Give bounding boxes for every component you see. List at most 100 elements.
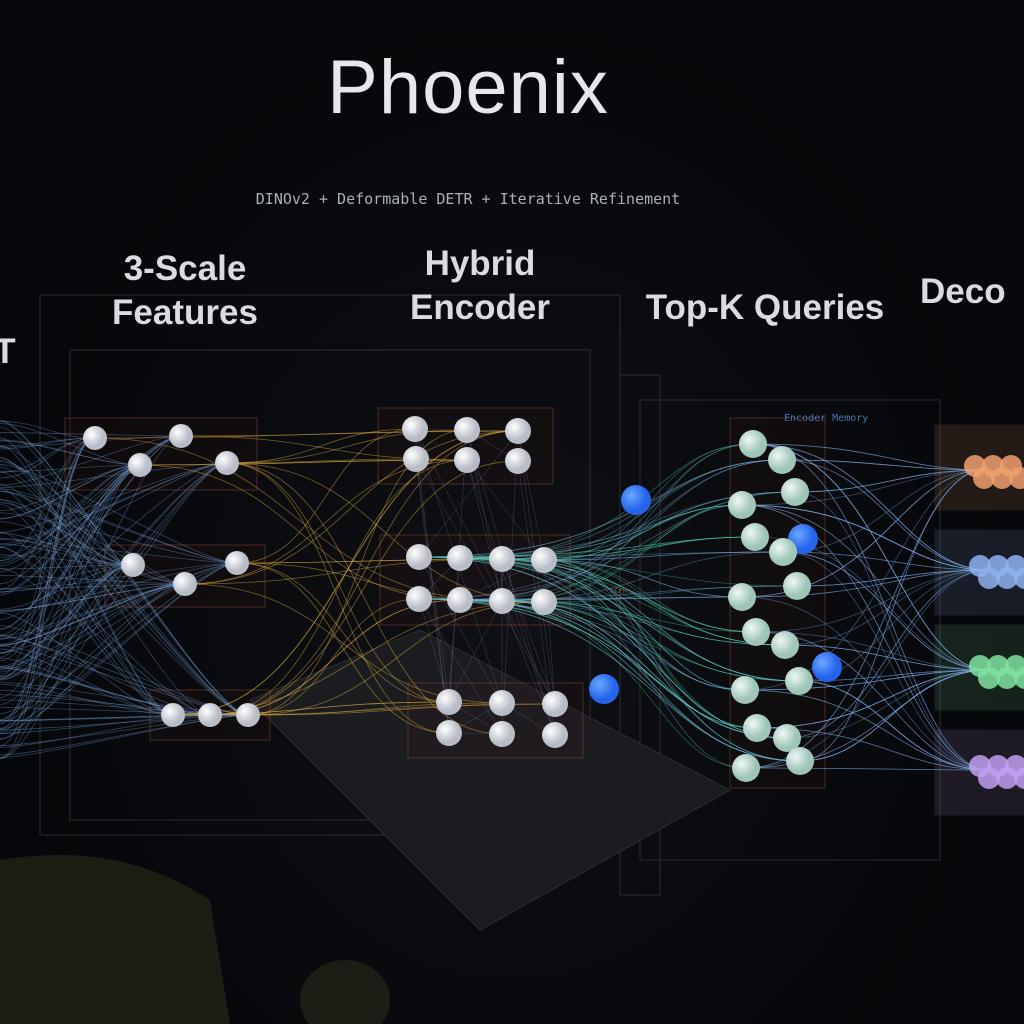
backbone-link [0, 446, 134, 566]
encoder-link [415, 458, 450, 734]
backbone-link [0, 714, 211, 748]
backbone-link [0, 490, 186, 585]
decoder-link [755, 631, 991, 771]
encoder-node [542, 722, 568, 748]
decoder-link [782, 551, 991, 571]
backbone-link [0, 437, 96, 759]
backbone-link [0, 531, 174, 716]
feature-link [236, 562, 450, 734]
backbone-link [0, 437, 174, 716]
query-node [739, 430, 767, 458]
query-link [501, 600, 801, 762]
query-link [459, 599, 788, 739]
backbone-link [0, 543, 134, 566]
backbone-link [0, 714, 249, 731]
backbone-link [0, 503, 174, 716]
decoder-link [794, 469, 986, 493]
query-link [459, 557, 757, 633]
decoder-link [794, 469, 986, 493]
decoder-link [741, 504, 991, 571]
backbone-link [0, 575, 186, 585]
backbone-link [0, 435, 182, 564]
backbone-link [0, 562, 238, 735]
backbone-link [0, 564, 134, 645]
backbone-link [0, 435, 182, 640]
query-link [543, 601, 746, 691]
feature-link [247, 429, 468, 716]
encoder-node [489, 721, 515, 747]
backbone-link [0, 583, 186, 646]
encoder-link [415, 458, 450, 703]
query-link [501, 443, 754, 602]
backbone-link [0, 437, 96, 479]
backbone-link [0, 464, 141, 630]
feature-link [209, 460, 519, 716]
backbone-link [0, 464, 141, 631]
decoder-link [756, 669, 991, 729]
backbone-link [0, 462, 228, 678]
backbone-link [0, 568, 211, 716]
backbone-link [0, 491, 238, 564]
backbone-link [0, 437, 96, 590]
backbone-link [0, 583, 186, 740]
decoder-link [744, 689, 991, 771]
encoder-link [414, 428, 450, 734]
encoder-link [501, 558, 556, 705]
query-node [768, 446, 796, 474]
decoder-link [752, 443, 986, 471]
backbone-link [0, 464, 141, 721]
feature-link [209, 459, 468, 716]
feature-link [184, 558, 503, 585]
backbone-link [0, 564, 134, 681]
decoder-link [799, 669, 991, 762]
backbone-link [0, 461, 186, 585]
decoder-header: Deco [920, 272, 1006, 311]
decoder-link [798, 680, 991, 771]
decoder-link [756, 727, 991, 771]
backbone-link [0, 437, 96, 676]
backbone-link [0, 488, 238, 564]
memory-node [589, 674, 619, 704]
backbone-link [0, 462, 228, 547]
feature-link [226, 462, 450, 703]
encoder-node [436, 689, 462, 715]
encoder-node [542, 691, 568, 717]
decoder-link [752, 443, 986, 471]
backbone-link [0, 562, 238, 613]
backbone-link [0, 464, 141, 662]
backbone-link [0, 462, 228, 706]
feature-link [209, 430, 519, 716]
encoder-node [489, 588, 515, 614]
decoder-link [752, 443, 991, 571]
backbone-link [0, 612, 174, 716]
backbone-link [0, 564, 134, 673]
chair-knob [300, 960, 390, 1024]
decoder-link [781, 459, 986, 471]
query-link [543, 601, 786, 646]
backbone-link [0, 462, 228, 671]
feature-link [226, 462, 545, 603]
query-node [741, 523, 769, 551]
backbone-link [0, 714, 249, 746]
feature-node [198, 703, 222, 727]
decoder-link [752, 443, 991, 771]
query-node [728, 491, 756, 519]
decoder-link [744, 689, 991, 771]
backbone-link [0, 714, 211, 735]
memory-node [621, 485, 651, 515]
backbone-link [0, 464, 141, 760]
query-link [543, 601, 786, 646]
backbone-link [0, 457, 249, 716]
backbone-link [0, 583, 186, 722]
decoder-link [752, 443, 991, 671]
query-link [459, 557, 757, 633]
backbone-link [0, 462, 228, 545]
encoder-header-line1: Hybrid [424, 244, 536, 283]
decoder-link [755, 569, 991, 633]
backbone-link [0, 437, 96, 561]
decoder-link [781, 459, 986, 471]
query-link [543, 551, 784, 561]
decoder-link [741, 504, 991, 771]
query-node [786, 747, 814, 775]
encoder-link [418, 598, 450, 703]
